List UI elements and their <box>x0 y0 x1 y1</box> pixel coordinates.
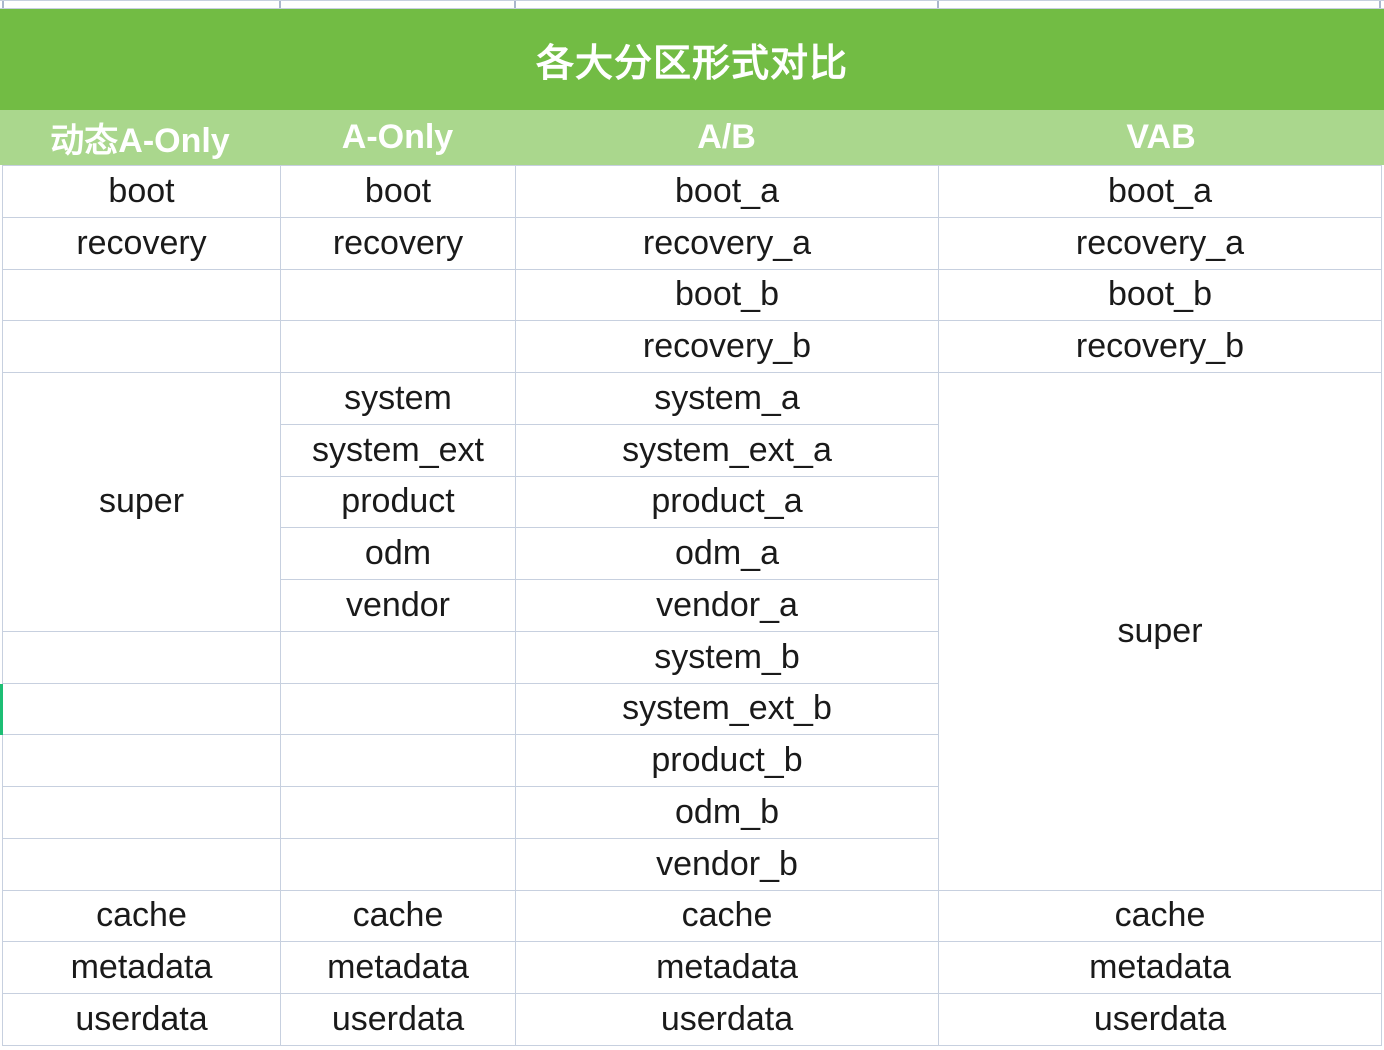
table-title-cell[interactable]: 各大分区形式对比 <box>0 9 1384 110</box>
table-cell[interactable]: system_ext_a <box>515 423 939 477</box>
table-cell[interactable]: recovery_a <box>515 216 939 270</box>
table-row: boot_b boot_b <box>2 268 1382 322</box>
table-cell[interactable]: cache <box>938 889 1382 943</box>
merged-cell-super-a-only[interactable]: super <box>2 372 281 632</box>
table-cell[interactable] <box>280 837 516 891</box>
table-cell[interactable]: product <box>280 475 516 529</box>
table-cell[interactable]: cache <box>280 889 516 943</box>
table-cell[interactable]: product_b <box>515 734 939 787</box>
table-cell[interactable]: metadata <box>280 941 516 994</box>
table-cell[interactable]: boot <box>280 165 516 218</box>
table-title: 各大分区形式对比 <box>535 43 848 85</box>
header-cell-a-only[interactable]: A-Only <box>341 118 454 156</box>
row-selection-marker <box>0 684 3 735</box>
table-cell[interactable]: metadata <box>515 941 939 994</box>
table-row: metadata metadata metadata metadata <box>2 941 1382 994</box>
table-row: odm_b <box>2 786 1382 839</box>
table-row: vendor_b <box>2 837 1382 891</box>
table-cell[interactable]: userdata <box>2 993 281 1046</box>
table-cell[interactable]: vendor_b <box>515 837 939 891</box>
table-row: recovery recovery recovery_a recovery_a <box>2 216 1382 270</box>
table-cell[interactable] <box>2 682 281 736</box>
table-cell[interactable]: system_a <box>515 372 939 425</box>
table-cell[interactable]: userdata <box>938 993 1382 1046</box>
table-row: boot boot boot_a boot_a <box>2 165 1382 218</box>
table-cell[interactable] <box>2 786 281 839</box>
table-cell[interactable]: system_b <box>515 630 939 684</box>
table-row: super system system_a super <box>2 372 1382 891</box>
table-cell[interactable] <box>2 630 281 684</box>
table-cell[interactable]: metadata <box>938 941 1382 994</box>
table-cell[interactable]: recovery_b <box>938 320 1382 373</box>
table-cell[interactable] <box>2 320 281 373</box>
table-cell[interactable] <box>280 268 516 322</box>
table-cell[interactable]: metadata <box>2 941 281 994</box>
table-cell[interactable] <box>2 837 281 891</box>
table-cell[interactable]: odm <box>280 527 516 580</box>
table-cell[interactable]: userdata <box>515 993 939 1046</box>
table-cell[interactable]: boot_a <box>515 165 939 218</box>
table-cell[interactable]: recovery_b <box>515 320 939 373</box>
table-cell[interactable]: cache <box>2 889 281 943</box>
table-cell[interactable]: boot_a <box>938 165 1382 218</box>
table-cell[interactable] <box>280 320 516 373</box>
top-row-remnant <box>0 0 1384 9</box>
table-row: cache cache cache cache <box>2 889 1382 943</box>
header-cell-dynamic-a-only[interactable]: 动态A-Only <box>50 122 230 160</box>
table-cell[interactable]: odm_b <box>515 786 939 839</box>
column-divider <box>1379 1 1381 8</box>
table-row: system_b <box>2 630 1382 684</box>
header-cell-ab[interactable]: A/B <box>697 118 756 156</box>
table-cell[interactable]: vendor <box>280 579 516 632</box>
table-row: system_ext system_ext_a <box>3 423 1382 477</box>
table-cell[interactable]: recovery <box>2 216 281 270</box>
merged-cell-super-vab[interactable]: super <box>938 372 1382 891</box>
table-cell[interactable] <box>280 630 516 684</box>
table-cell[interactable]: vendor_a <box>515 579 939 632</box>
table-row: odm odm_a <box>3 527 1382 580</box>
table-row: recovery_b recovery_b <box>2 320 1382 373</box>
column-divider <box>514 1 516 8</box>
table-cell[interactable]: boot_b <box>515 268 939 322</box>
header-row: 动态A-Only A-Only A/B VAB <box>0 110 1384 165</box>
table-cell[interactable]: userdata <box>280 993 516 1046</box>
table-cell[interactable] <box>2 268 281 322</box>
table-cell[interactable]: product_a <box>515 475 939 529</box>
column-divider <box>937 1 939 8</box>
table-cell[interactable]: boot_b <box>938 268 1382 322</box>
table-cell[interactable]: system_ext <box>280 423 516 477</box>
table-cell[interactable]: system_ext_b <box>515 682 939 736</box>
table-cell[interactable]: boot <box>2 165 281 218</box>
table-cell[interactable]: cache <box>515 889 939 943</box>
table-cell[interactable] <box>280 682 516 736</box>
table-cell[interactable]: recovery_a <box>938 216 1382 270</box>
table-row: userdata userdata userdata userdata <box>2 993 1382 1046</box>
table-cell[interactable]: odm_a <box>515 527 939 580</box>
table-cell[interactable] <box>2 734 281 787</box>
table-cell[interactable] <box>280 786 516 839</box>
partition-table: boot boot boot_a boot_a recovery recover… <box>2 165 1382 1046</box>
column-divider <box>2 1 4 8</box>
table-cell[interactable]: system <box>280 372 516 425</box>
header-cell-vab[interactable]: VAB <box>1126 118 1196 156</box>
table-row: product_b <box>2 734 1382 787</box>
column-divider <box>279 1 281 8</box>
table-cell[interactable]: recovery <box>280 216 516 270</box>
table-cell[interactable] <box>280 734 516 787</box>
